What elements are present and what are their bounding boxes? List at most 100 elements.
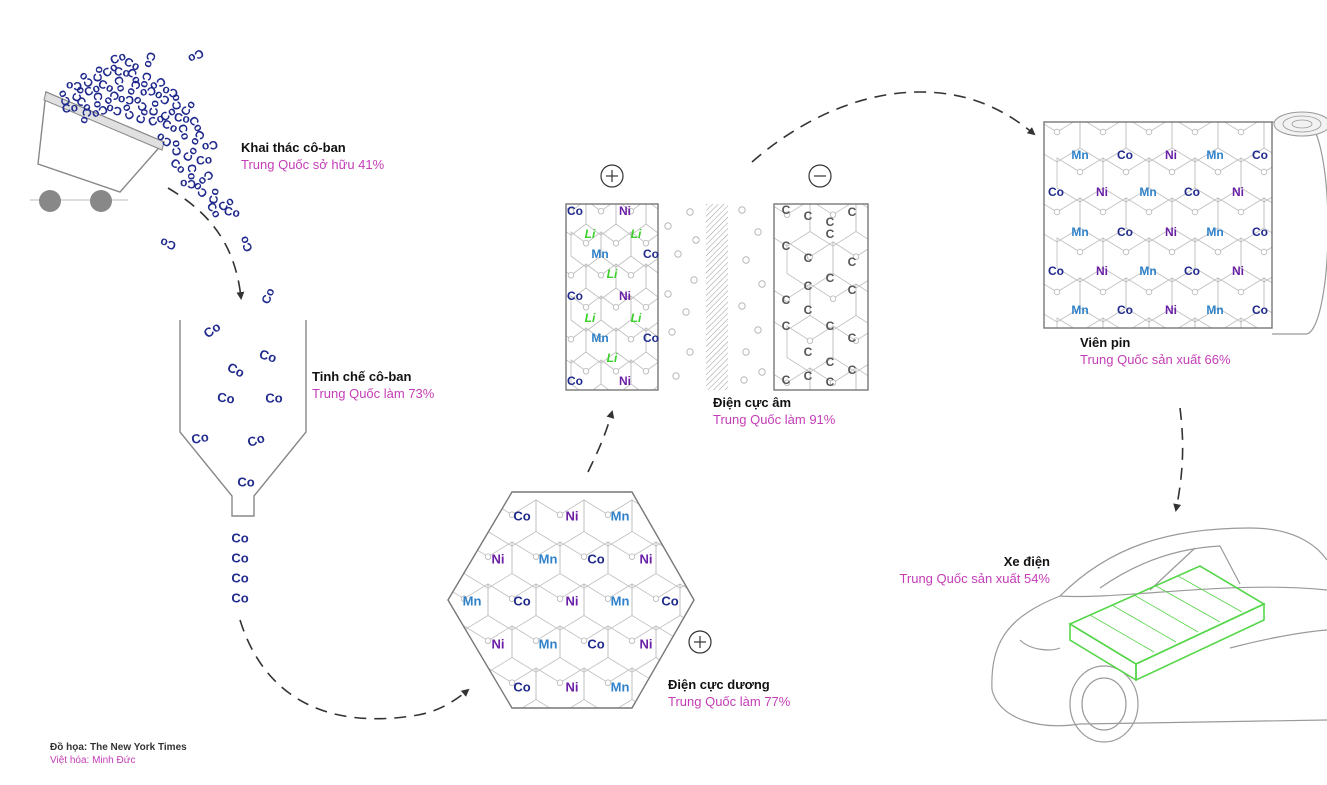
atom-ni-label: Ni bbox=[1232, 185, 1244, 199]
atom-li-label: Li bbox=[607, 351, 618, 365]
atom-c-label: C bbox=[848, 363, 857, 377]
ion-dot bbox=[682, 308, 690, 316]
atom-co-label: Co bbox=[69, 84, 88, 104]
oxygen-node bbox=[533, 722, 539, 728]
oxygen-node bbox=[1145, 288, 1153, 296]
oxygen-node bbox=[676, 637, 684, 644]
electric-car bbox=[991, 527, 1327, 743]
atom-ni-label: Ni bbox=[492, 552, 505, 567]
oxygen-node bbox=[508, 595, 516, 602]
oxygen-node bbox=[567, 272, 575, 279]
oxygen-node bbox=[1053, 128, 1061, 136]
oxygen-node bbox=[612, 304, 620, 311]
atom-co-label: Co bbox=[587, 637, 604, 652]
atom-ni-label: Ni bbox=[1165, 148, 1177, 162]
atom-co-label: Co bbox=[175, 122, 193, 142]
atom-c-label: C bbox=[826, 355, 835, 369]
atom-ni-label: Ni bbox=[1165, 303, 1177, 317]
atom-c-label: C bbox=[826, 271, 835, 285]
atom-mn-label: Mn bbox=[1139, 185, 1156, 199]
oxygen-node bbox=[1191, 208, 1199, 216]
oxygen-node bbox=[676, 553, 684, 560]
cell-title: Viên pin bbox=[1080, 335, 1131, 350]
atom-ni-label: Ni bbox=[1096, 185, 1108, 199]
atom-ni-label: Ni bbox=[640, 637, 653, 652]
atom-co-label: Co bbox=[225, 359, 247, 380]
oxygen-node bbox=[556, 595, 564, 602]
atom-mn-label: Mn bbox=[539, 637, 558, 652]
atom-ni-label: Ni bbox=[1165, 225, 1177, 239]
atom-co-label: Co bbox=[141, 51, 158, 70]
atom-co-label: Co bbox=[160, 83, 179, 101]
atom-co-label: Co bbox=[567, 374, 583, 388]
oxygen-node bbox=[508, 511, 516, 518]
oxygen-node bbox=[852, 253, 860, 260]
cart-wheel-left bbox=[39, 190, 61, 212]
oxygen-node bbox=[677, 722, 683, 728]
oxygen-node bbox=[508, 679, 516, 686]
atom-li-label: Li bbox=[631, 227, 642, 241]
atom-co-label: Co bbox=[513, 594, 530, 609]
atom-co-label: Co bbox=[231, 591, 248, 606]
atom-co-label: Co bbox=[66, 79, 82, 93]
arrow-refining-to-cathode bbox=[239, 619, 470, 720]
atom-co-label: Co bbox=[245, 430, 266, 450]
oxygen-node bbox=[604, 679, 612, 686]
atom-co-label: Co bbox=[1117, 303, 1133, 317]
oxygen-node bbox=[701, 512, 707, 518]
oxygen-node bbox=[1237, 128, 1245, 136]
cathode-subtitle: Trung Quốc làm 77% bbox=[668, 694, 791, 709]
mining-subtitle: Trung Quốc sở hữu 41% bbox=[241, 157, 385, 172]
atom-mn-label: Mn bbox=[1206, 148, 1223, 162]
cell-roll bbox=[1272, 121, 1327, 335]
atom-c-label: C bbox=[826, 227, 835, 241]
oxygen-node bbox=[876, 296, 882, 302]
oxygen-node bbox=[1053, 208, 1061, 216]
atom-co-label: Co bbox=[236, 234, 255, 254]
oxygen-node bbox=[460, 595, 468, 602]
oxygen-node bbox=[1260, 248, 1268, 256]
atom-ni-label: Ni bbox=[1232, 264, 1244, 278]
atom-co-label: Co bbox=[513, 680, 530, 695]
oxygen-node bbox=[658, 400, 664, 406]
cell-sheet bbox=[1043, 121, 1273, 329]
atom-mn-label: Mn bbox=[591, 247, 608, 261]
atom-c-label: C bbox=[848, 331, 857, 345]
label-refining: Tinh chế cô-ban Trung Quốc làm 73% bbox=[312, 368, 434, 402]
oxygen-node bbox=[829, 211, 837, 218]
oxygen-node bbox=[852, 337, 860, 344]
oxygen-node bbox=[567, 336, 575, 343]
atom-ni-label: Ni bbox=[1096, 264, 1108, 278]
oxygen-node bbox=[1284, 209, 1290, 215]
atom-co-label: Co bbox=[118, 102, 138, 123]
ion-dot bbox=[686, 348, 694, 356]
arrow-mining-to-refining bbox=[167, 187, 245, 300]
atom-co-label: Co bbox=[113, 64, 131, 80]
label-anode: Điện cực âm Trung Quốc làm 91% bbox=[713, 394, 835, 428]
atom-co-label: Co bbox=[643, 331, 659, 345]
atom-co-label: Co bbox=[223, 204, 241, 221]
cathode-title: Điện cực dương bbox=[668, 677, 770, 692]
refining-hopper bbox=[179, 320, 307, 517]
ion-dot bbox=[758, 368, 766, 376]
atom-co-label: Co bbox=[201, 319, 224, 341]
oxygen-node bbox=[652, 595, 660, 602]
oxygen-node bbox=[1168, 168, 1176, 176]
arrow-electrode-to-cell bbox=[751, 91, 1036, 163]
atom-co-label: Co bbox=[1048, 264, 1064, 278]
atom-co-label: Co bbox=[258, 346, 279, 365]
atom-co-label: Co bbox=[146, 111, 166, 130]
oxygen-node bbox=[582, 368, 590, 375]
atom-mn-label: Mn bbox=[591, 331, 608, 345]
atom-co-label: Co bbox=[90, 102, 111, 122]
atom-co-label: Co bbox=[82, 80, 102, 99]
oxygen-node bbox=[1284, 289, 1290, 295]
oxygen-node bbox=[652, 679, 660, 686]
oxygen-node bbox=[1145, 128, 1153, 136]
oxygen-node bbox=[532, 637, 540, 644]
oxygen-node bbox=[567, 207, 575, 215]
anode-plate bbox=[773, 203, 869, 391]
atom-co-label: Co bbox=[185, 164, 200, 180]
atom-ni-label: Ni bbox=[566, 680, 579, 695]
atom-co-label: Co bbox=[90, 66, 105, 83]
